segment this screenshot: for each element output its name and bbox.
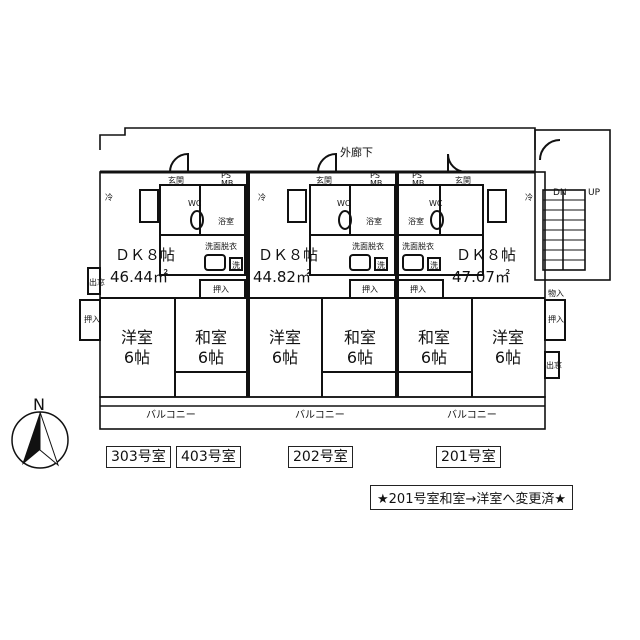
- room-number-403: 403号室: [176, 446, 241, 468]
- dk-area-2: 44.82㎡: [253, 268, 311, 286]
- wc-label-3: WC: [429, 199, 443, 208]
- mb-label-1: MB: [221, 179, 233, 188]
- bath-label-2: 浴室: [366, 216, 382, 226]
- ps-label-1: PS: [221, 171, 231, 180]
- closet-label-3: 押入: [410, 284, 426, 294]
- mb-label-3: MB: [412, 179, 424, 188]
- room-label-6-line-1: 洋室: [492, 328, 524, 347]
- ps-label-3: PS: [412, 171, 422, 180]
- bay-window-label-2: 出窓: [546, 360, 562, 370]
- washroom-label-3: 洗面脱衣: [402, 241, 434, 251]
- side-closet-label-1: 押入: [84, 314, 100, 324]
- washroom-label-2: 洗面脱衣: [352, 241, 384, 251]
- room-label-1-line-1: 洋室: [121, 328, 153, 347]
- bath-label-1: 浴室: [218, 216, 234, 226]
- wash-label-2: 洗: [377, 260, 385, 270]
- dk-area-1: 46.44㎡: [110, 268, 168, 286]
- room-label-4-line-1: 和室: [344, 328, 376, 347]
- ps-label-2: PS: [370, 171, 380, 180]
- wc-label-1: WC: [188, 199, 202, 208]
- room-label-1-line-2: 6帖: [124, 348, 150, 367]
- room-number-303: 303号室: [106, 446, 171, 468]
- fridge-label-3: 冷: [525, 192, 533, 202]
- wc-label-2: WC: [337, 199, 351, 208]
- stair-core: [534, 129, 611, 281]
- dk-label-3: ＤＫ８帖: [456, 246, 516, 264]
- wash-label-1: 洗: [232, 260, 240, 270]
- room-label-2-line-2: 6帖: [198, 348, 224, 367]
- bay-window-label-1: 出窓: [89, 277, 105, 287]
- stairs-up-label: UP: [588, 188, 601, 198]
- entrance-label-3: 玄関: [455, 175, 471, 185]
- room-label-6-line-2: 6帖: [495, 348, 521, 367]
- corridor-label: 外廊下: [340, 145, 373, 159]
- side-closet-label-2: 押入: [548, 314, 564, 324]
- balcony-label-3: バルコニー: [447, 409, 497, 421]
- entrance-label-1: 玄関: [168, 175, 184, 185]
- room-number-202: 202号室: [288, 446, 353, 468]
- room-label-3-line-2: 6帖: [272, 348, 298, 367]
- balcony-label-1: バルコニー: [146, 409, 196, 421]
- washroom-label-1: 洗面脱衣: [205, 241, 237, 251]
- north-label: N: [33, 395, 45, 414]
- room-number-201: 201号室: [436, 446, 501, 468]
- room-label-2-line-1: 和室: [195, 328, 227, 347]
- fridge-label-1: 冷: [105, 192, 113, 202]
- room-label-3-line-1: 洋室: [269, 328, 301, 347]
- room-label-4-line-2: 6帖: [347, 348, 373, 367]
- room-label-5-line-2: 6帖: [421, 348, 447, 367]
- north-arrow: N: [11, 395, 69, 469]
- mb-label-2: MB: [370, 179, 382, 188]
- bath-label-3: 浴室: [408, 216, 424, 226]
- wash-label-3: 洗: [430, 260, 438, 270]
- dk-label-2: ＤＫ８帖: [258, 246, 318, 264]
- entrance-label-2: 玄関: [316, 175, 332, 185]
- dk-area-3: 47.07㎡: [452, 268, 510, 286]
- room-label-5-line-1: 和室: [418, 328, 450, 347]
- dk-label-1: ＤＫ８帖: [115, 246, 175, 264]
- balcony-label-2: バルコニー: [295, 409, 345, 421]
- closet-label-2: 押入: [362, 284, 378, 294]
- corridor-wall: [99, 127, 536, 150]
- storage-label: 物入: [548, 288, 564, 298]
- closet-label-1: 押入: [213, 284, 229, 294]
- change-note: ★201号室和室→洋室へ変更済★: [370, 485, 574, 510]
- stairs-down-label: DN: [553, 188, 567, 198]
- fridge-label-2: 冷: [258, 192, 266, 202]
